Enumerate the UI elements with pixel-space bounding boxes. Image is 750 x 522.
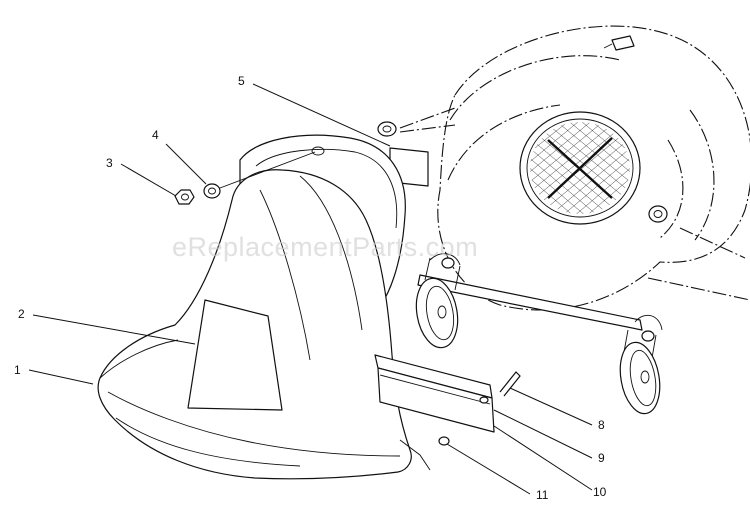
nut-part-3: [174, 189, 195, 205]
callout-11: 11: [536, 488, 549, 502]
intake-screen: [519, 111, 641, 225]
watermark: eReplacementParts.com: [172, 232, 478, 262]
callout-1: 1: [14, 363, 21, 377]
callout-3: 3: [106, 156, 113, 170]
caster-wheel-right: [619, 329, 661, 415]
discharge-chute: [97, 134, 450, 480]
callout-5: 5: [238, 74, 245, 88]
callout-10: 10: [593, 485, 607, 499]
callout-9: 9: [598, 451, 605, 465]
leader-lines: [28, 83, 593, 495]
callout-2: 2: [18, 307, 25, 321]
blower-housing-phantom: [399, 25, 750, 311]
blower-hardware: [377, 35, 668, 223]
mounting-rail: [374, 354, 495, 433]
callouts: 1 2 3 4 5 8 9 10 11: [14, 74, 607, 502]
caster-wheel-left: [415, 257, 461, 349]
alignment-lines: [219, 151, 316, 189]
washer-part-4: [203, 183, 221, 199]
callout-4: 4: [152, 128, 159, 142]
callout-8: 8: [598, 418, 605, 432]
caster-axle-bar: [417, 253, 663, 331]
hairpin-clip: [499, 371, 521, 397]
